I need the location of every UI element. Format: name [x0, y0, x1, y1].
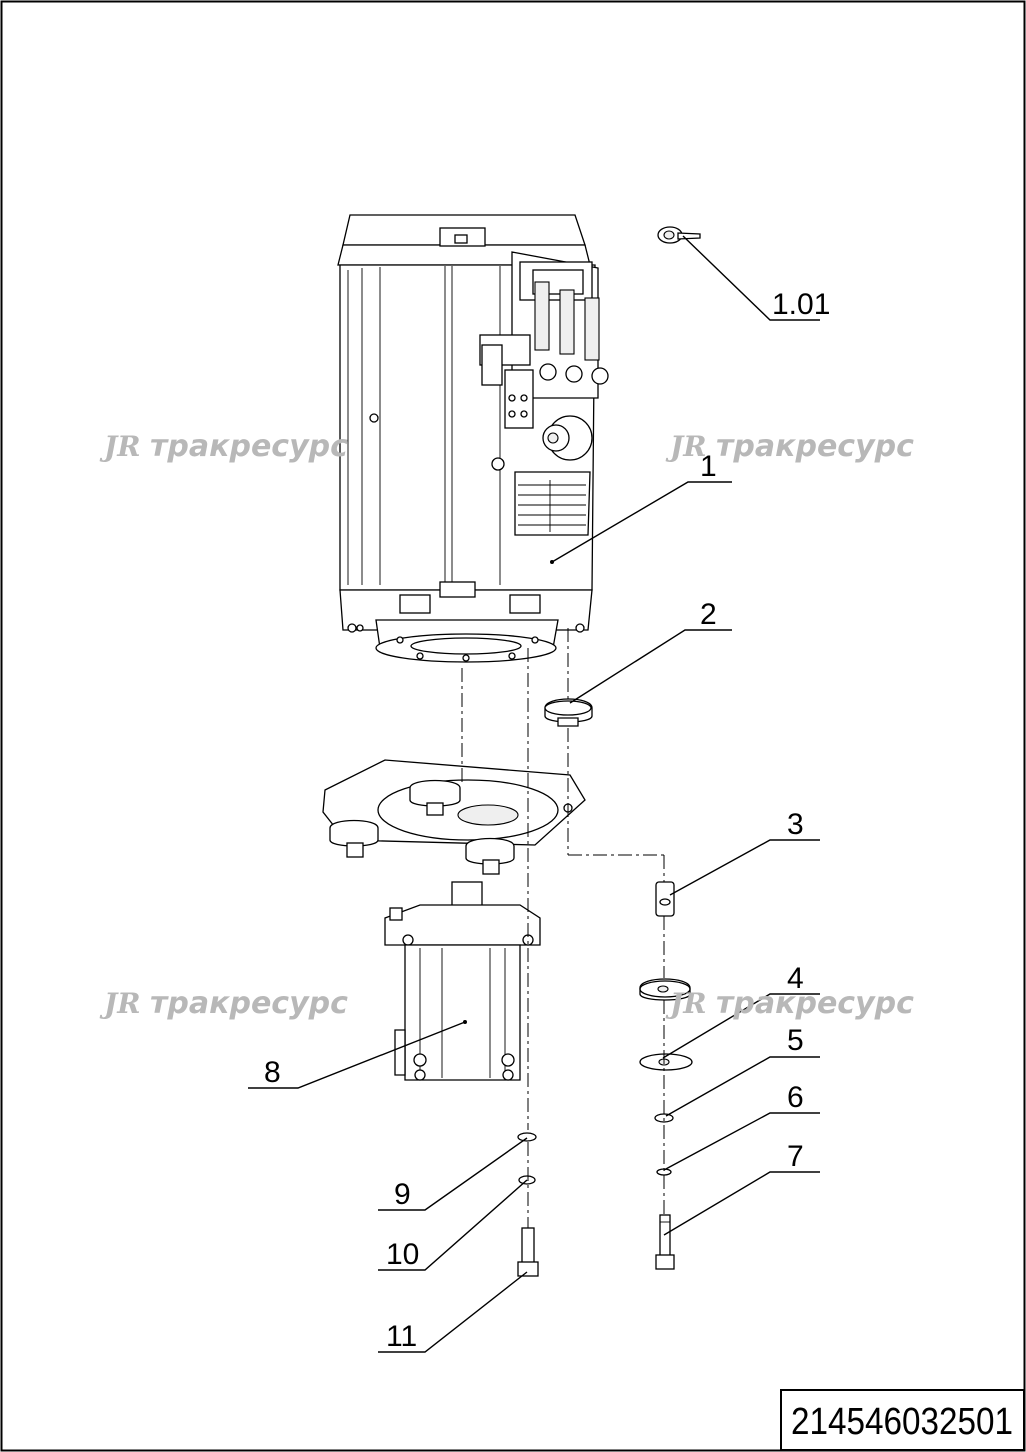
callout-1-01: 1.01: [772, 288, 830, 321]
document-number: 214546032501: [791, 1401, 1013, 1443]
pump-part-8: [384, 881, 541, 1081]
callout-3: 3: [787, 808, 804, 841]
washer-part-9: [517, 1132, 537, 1142]
svg-text:JR: JR: [665, 987, 707, 1020]
assembly-center-lines: [461, 628, 665, 1228]
callout-8: 8: [264, 1056, 281, 1089]
svg-text:JR: JR: [99, 987, 141, 1020]
svg-text:JR: JR: [99, 430, 141, 463]
motor-part-1: [337, 214, 609, 663]
callout-4: 4: [787, 962, 804, 995]
callout-5: 5: [787, 1024, 804, 1057]
svg-text:тракресурс: тракресурс: [716, 429, 914, 464]
callout-11: 11: [386, 1320, 417, 1353]
bolt-part-7: [655, 1214, 675, 1270]
callout-2: 2: [700, 598, 717, 631]
damper-part-4: [639, 978, 693, 1071]
damper-part-2: [544, 698, 593, 727]
callout-10: 10: [386, 1238, 419, 1271]
svg-text:JR: JR: [665, 430, 707, 463]
leader-lines: [248, 235, 820, 1353]
bushing-part-1-01: [657, 226, 701, 244]
bolt-part-11: [517, 1227, 539, 1277]
svg-text:тракресурс: тракресурс: [150, 986, 348, 1021]
callout-6: 6: [787, 1081, 804, 1114]
watermark-top-left: JR тракресурс: [99, 429, 348, 464]
watermark-top-right: JR тракресурс: [665, 429, 914, 464]
document-number-box: [780, 1389, 1025, 1451]
callout-7: 7: [787, 1140, 804, 1173]
callout-1: 1: [700, 450, 717, 483]
svg-text:тракресурс: тракресурс: [150, 429, 348, 464]
callout-9: 9: [394, 1178, 411, 1211]
svg-text:тракресурс: тракресурс: [716, 986, 914, 1021]
mounting-bracket: [322, 759, 586, 875]
spacer-part-3: [655, 881, 675, 917]
watermark-bottom-right: JR тракресурс: [665, 986, 914, 1021]
watermark-bottom-left: JR тракресурс: [99, 986, 348, 1021]
